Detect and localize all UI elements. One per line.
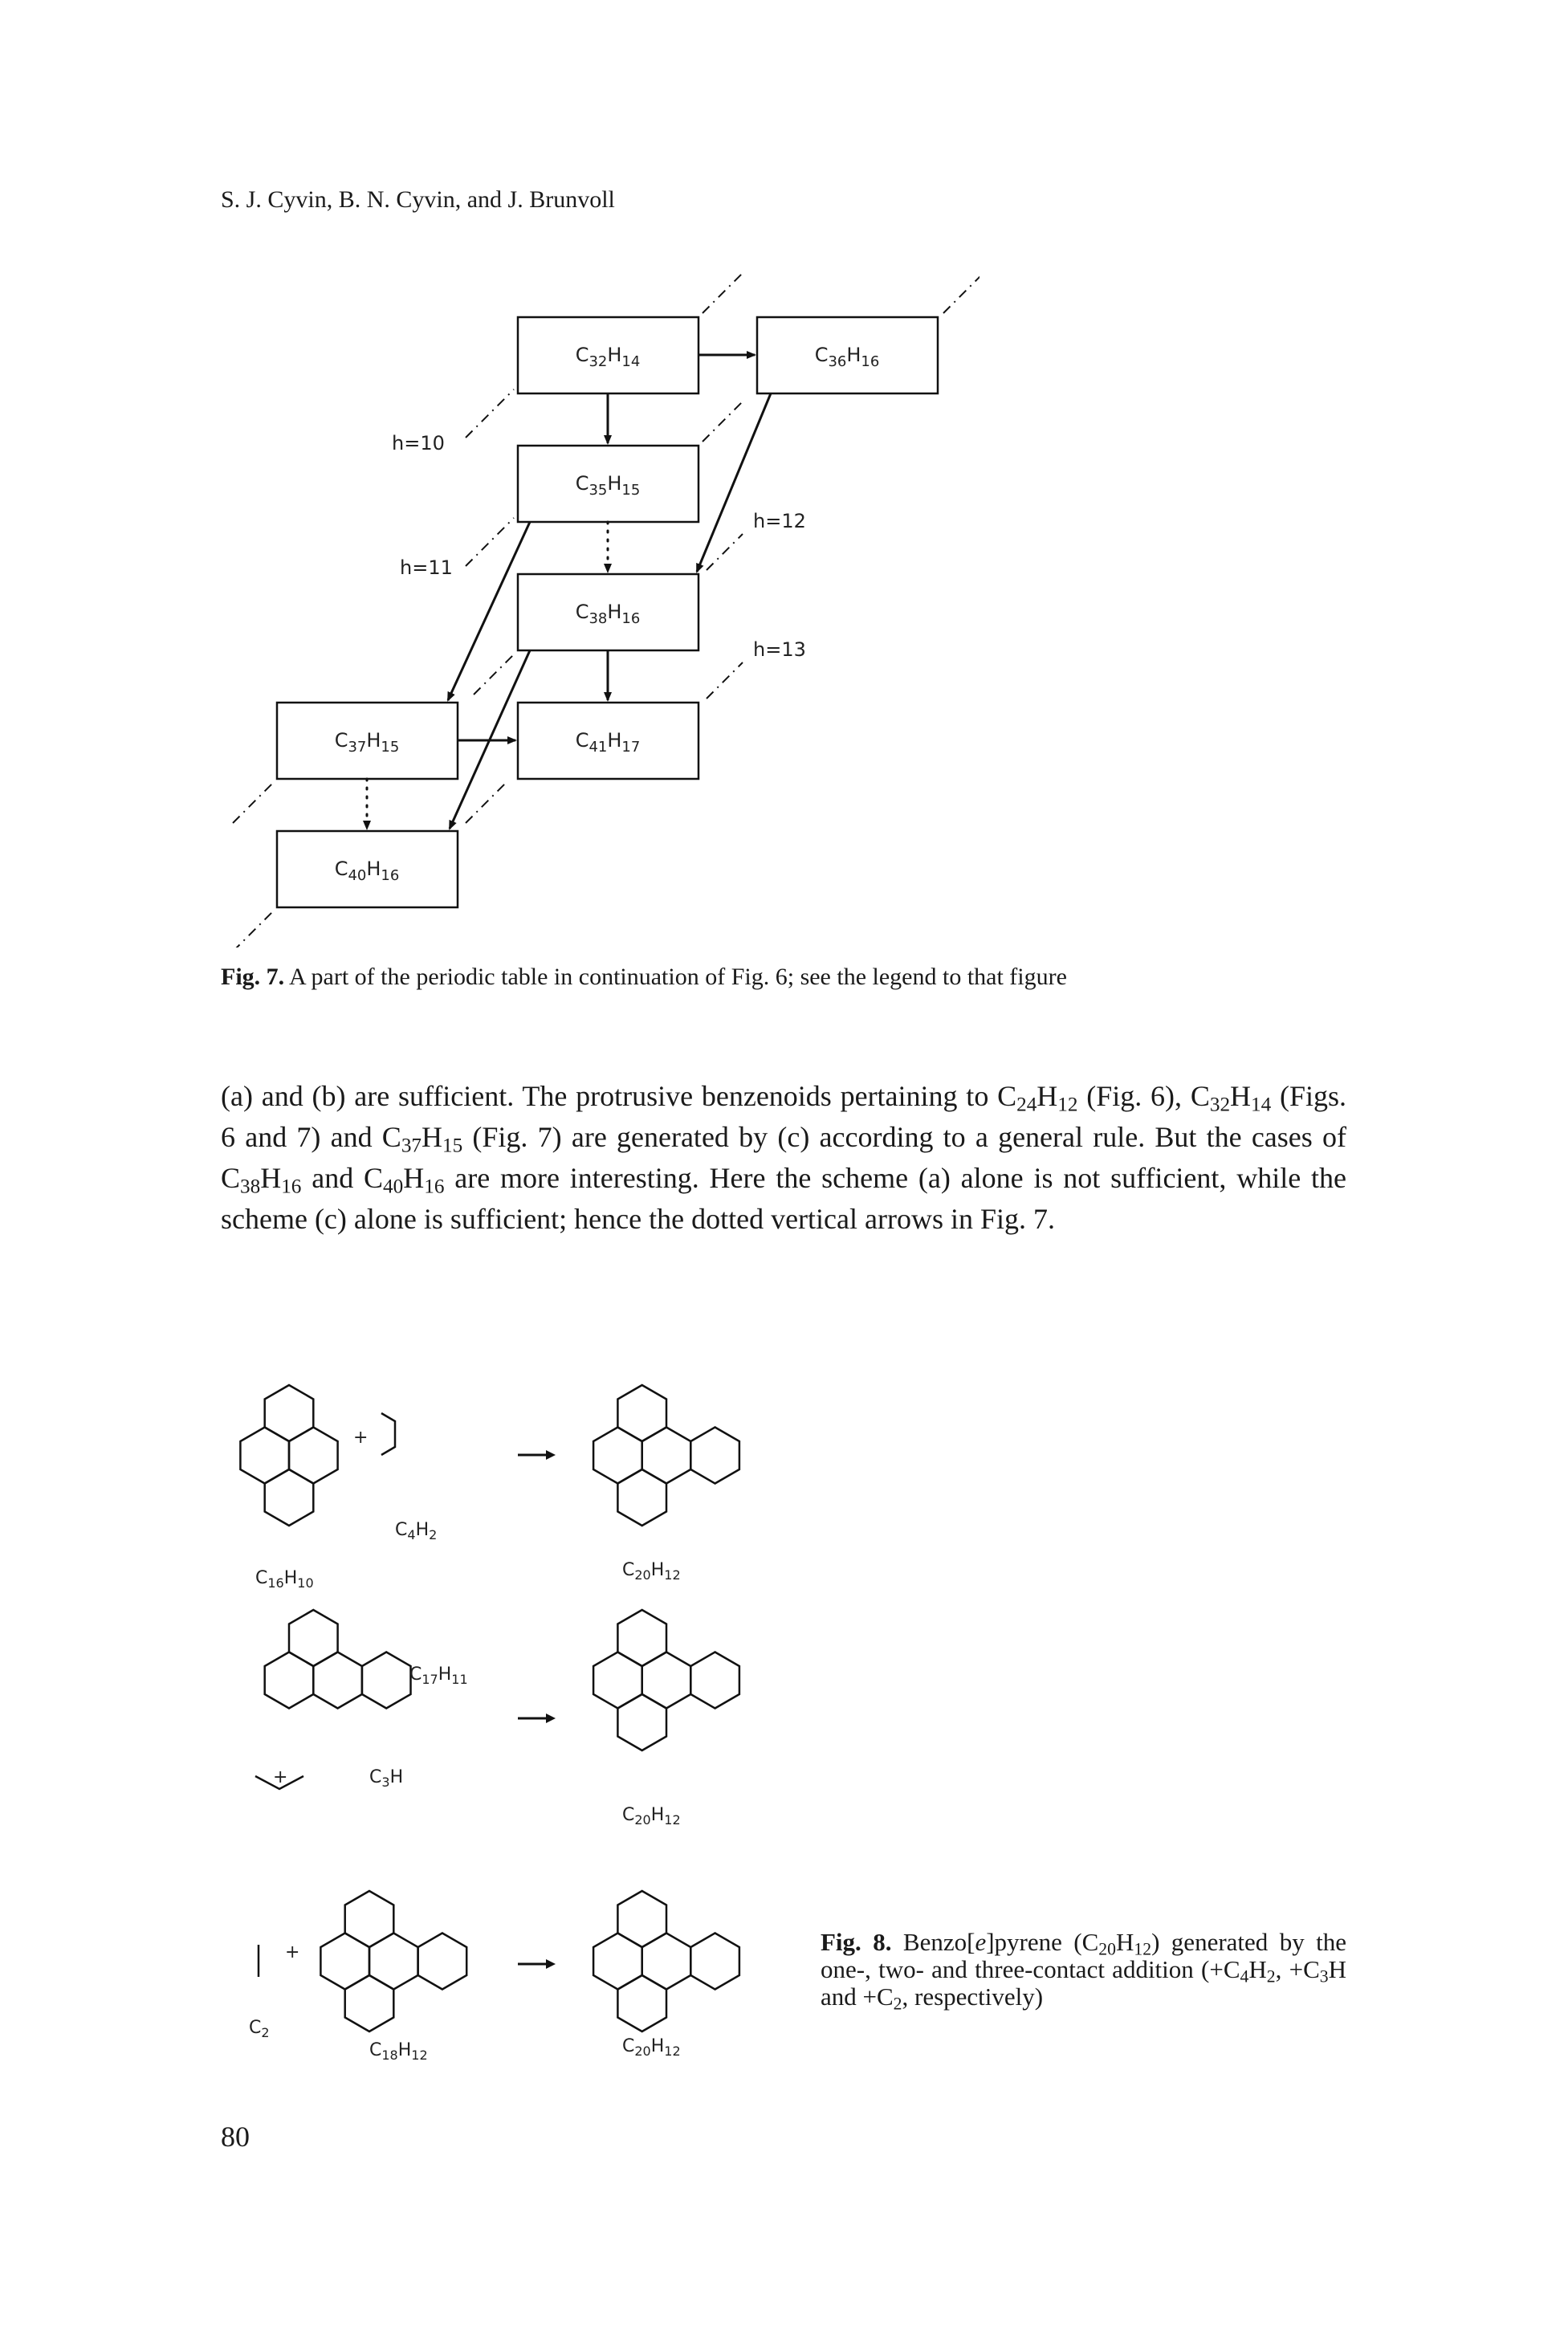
molecule-c18h12 — [320, 1889, 468, 2033]
label-c20h12-1: C20H12 — [622, 1560, 681, 1583]
box-c40h16 — [275, 829, 459, 909]
molecule-benzo-e-pyrene-1 — [592, 1383, 741, 1527]
box-c36h16 — [755, 316, 939, 395]
h-label-12: h=12 — [753, 510, 806, 532]
molecule-benzo-e-pyrene-3 — [592, 1889, 741, 2033]
diagonal-h11-top — [943, 275, 979, 314]
label-c16h10: C16H10 — [255, 1568, 314, 1591]
plus-sign-3: + — [285, 1942, 299, 1962]
diagonal-h12-right — [706, 533, 743, 571]
molecule-pyrene — [239, 1383, 339, 1527]
body-paragraph: (a) and (b) are sufficient. The protrusi… — [221, 1080, 1347, 1235]
diagonal-h13-low — [465, 782, 507, 824]
label-c40h16: C40H16 — [335, 858, 400, 884]
label-c20h12-3: C20H12 — [622, 2036, 681, 2059]
label-c32h14: C32H14 — [576, 344, 641, 370]
fragment-c4h2 — [381, 1412, 397, 1457]
label-c2: C2 — [249, 2018, 270, 2040]
figure-7-caption-label: Fig. 7. — [221, 964, 285, 990]
diagonal-h11-mid — [702, 401, 743, 442]
figure-7-caption-text: A part of the periodic table in continua… — [289, 964, 1067, 990]
diagonal-far-left-2 — [235, 911, 274, 947]
figure-8-caption: Fig. 8. Benzo[e]pyrene (C20H12) generate… — [821, 1928, 1346, 2014]
molecule-benzo-e-pyrene-2 — [592, 1608, 741, 1752]
diagonal-h11-left — [465, 517, 515, 567]
label-c35h15: C35H15 — [576, 472, 641, 499]
diagonal-far-left-1 — [232, 782, 274, 824]
diagonal-h13-right — [706, 662, 743, 699]
h-label-11: h=11 — [400, 556, 453, 579]
molecule-c17h11 — [263, 1608, 412, 1709]
label-c18h12: C18H12 — [369, 2040, 428, 2063]
plus-sign-1: + — [353, 1428, 368, 1448]
fragment-c3h — [255, 1775, 304, 1791]
figure-7-caption: Fig. 7. A part of the periodic table in … — [221, 964, 1067, 991]
diagonal-h10-left — [465, 389, 515, 438]
arrow-c35-to-c37 — [446, 521, 531, 702]
diagonal-h12-low — [473, 654, 515, 695]
label-c36h16: C36H16 — [815, 344, 880, 370]
diagonal-h10-top — [702, 272, 743, 314]
arrow-c38-to-c40 — [448, 650, 531, 830]
figure-8-diagram: + + + C16H10 C4H2 C20H12 C17H11 C3H C20H… — [239, 1383, 741, 2063]
arrow-c36-to-c38 — [695, 393, 772, 573]
h-label-10: h=10 — [392, 432, 445, 454]
figure-7-diagram: C32H14 C36H16 C35H15 C38H16 C37H15 C41H1… — [232, 272, 979, 947]
label-c17h11: C17H11 — [409, 1665, 468, 1687]
label-c20h12-2: C20H12 — [622, 1805, 681, 1828]
label-c41h17: C41H17 — [576, 729, 641, 756]
box-c41h17 — [516, 701, 700, 780]
page-number: 80 — [221, 2121, 250, 2153]
h-label-13: h=13 — [753, 638, 806, 661]
label-c3h: C3H — [369, 1767, 403, 1790]
running-header: S. J. Cyvin, B. N. Cyvin, and J. Brunvol… — [221, 186, 615, 213]
label-c4h2: C4H2 — [395, 1520, 437, 1542]
label-c37h15: C37H15 — [335, 729, 400, 756]
label-c38h16: C38H16 — [576, 601, 641, 627]
plus-sign-2: + — [273, 1767, 287, 1787]
